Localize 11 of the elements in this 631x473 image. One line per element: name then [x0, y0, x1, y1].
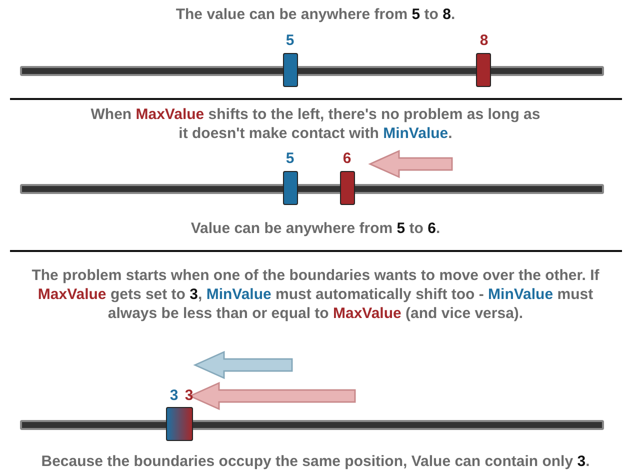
caption-text: Because the boundaries occupy the same position, Value can contain only 3. [40, 452, 591, 471]
caption-text: The problem starts when one of the boundaries wants to move over the other. If MaxValue gets set to 3, MinValue must automatically shift too - MinValue must always be less than or equal to MaxValue (and vice versa). [30, 266, 600, 323]
value-label: 6 [342, 151, 352, 167]
caption-text: When MaxValue shifts to the left, there's no problem as long as it doesn't make contact with MinValue. [90, 105, 541, 143]
value-label: 5 [284, 151, 296, 167]
value-label: 3 [168, 388, 180, 404]
value-label: 5 [284, 33, 296, 49]
caption-text: The value can be anywhere from 5 to 8. [174, 5, 456, 24]
value-label: 3 [184, 388, 194, 404]
caption-text: Value can be anywhere from 5 to 6. [190, 219, 442, 238]
value-label: 8 [478, 33, 490, 49]
